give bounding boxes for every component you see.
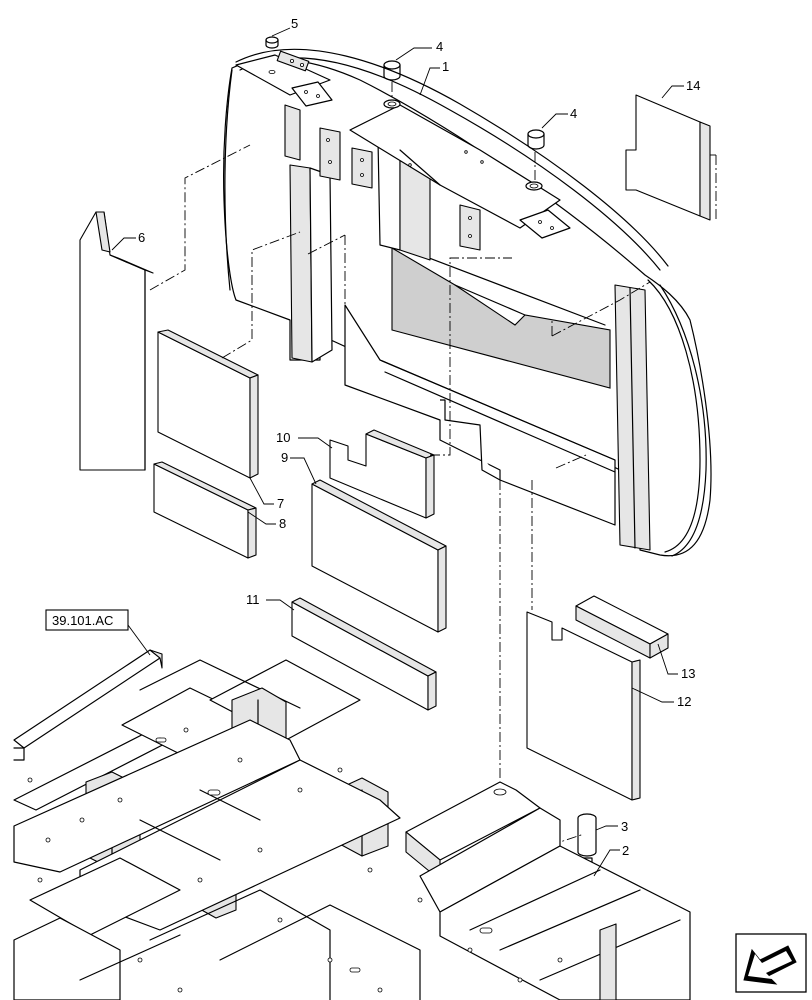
- cap-item-4-right: [525, 129, 545, 191]
- callout-7: 7: [277, 496, 284, 511]
- pad-item-6: [79, 211, 154, 471]
- pad-item-13: [575, 595, 669, 659]
- callout-12: 12: [677, 694, 691, 709]
- base-frame: [13, 649, 691, 1000]
- pad-item-7: [157, 329, 259, 479]
- leader-lines: [111, 27, 684, 877]
- callout-1: 1: [442, 59, 449, 74]
- pad-item-9: [311, 479, 447, 633]
- reference-label: 39.101.AC: [52, 613, 113, 628]
- callout-10: 10: [276, 430, 290, 445]
- callout-3: 3: [621, 819, 628, 834]
- cap-item-5: [265, 36, 279, 75]
- assembly-lines: [149, 144, 717, 960]
- callout-4b: 4: [570, 106, 577, 121]
- cap-item-4-left: [383, 60, 401, 109]
- pad-item-12: [526, 611, 641, 801]
- callout-13: 13: [681, 666, 695, 681]
- callout-labels: 1 2 3 4 4 5 6 7 8 9 10 11 12 13 14: [138, 16, 700, 858]
- callout-6: 6: [138, 230, 145, 245]
- pad-item-11: [291, 597, 437, 711]
- main-panel-assembly: [223, 48, 712, 557]
- pad-item-8: [153, 461, 257, 559]
- callout-4a: 4: [436, 39, 443, 54]
- pad-item-14: [625, 94, 716, 221]
- callout-11: 11: [246, 592, 260, 607]
- callout-14: 14: [686, 78, 700, 93]
- callout-5: 5: [291, 16, 298, 31]
- callout-9: 9: [281, 450, 288, 465]
- callout-8: 8: [279, 516, 286, 531]
- callout-2: 2: [622, 843, 629, 858]
- arrow-down-left-icon[interactable]: [735, 933, 807, 993]
- sleeve-item-3: [577, 813, 597, 857]
- reference-box[interactable]: 39.101.AC: [45, 609, 129, 631]
